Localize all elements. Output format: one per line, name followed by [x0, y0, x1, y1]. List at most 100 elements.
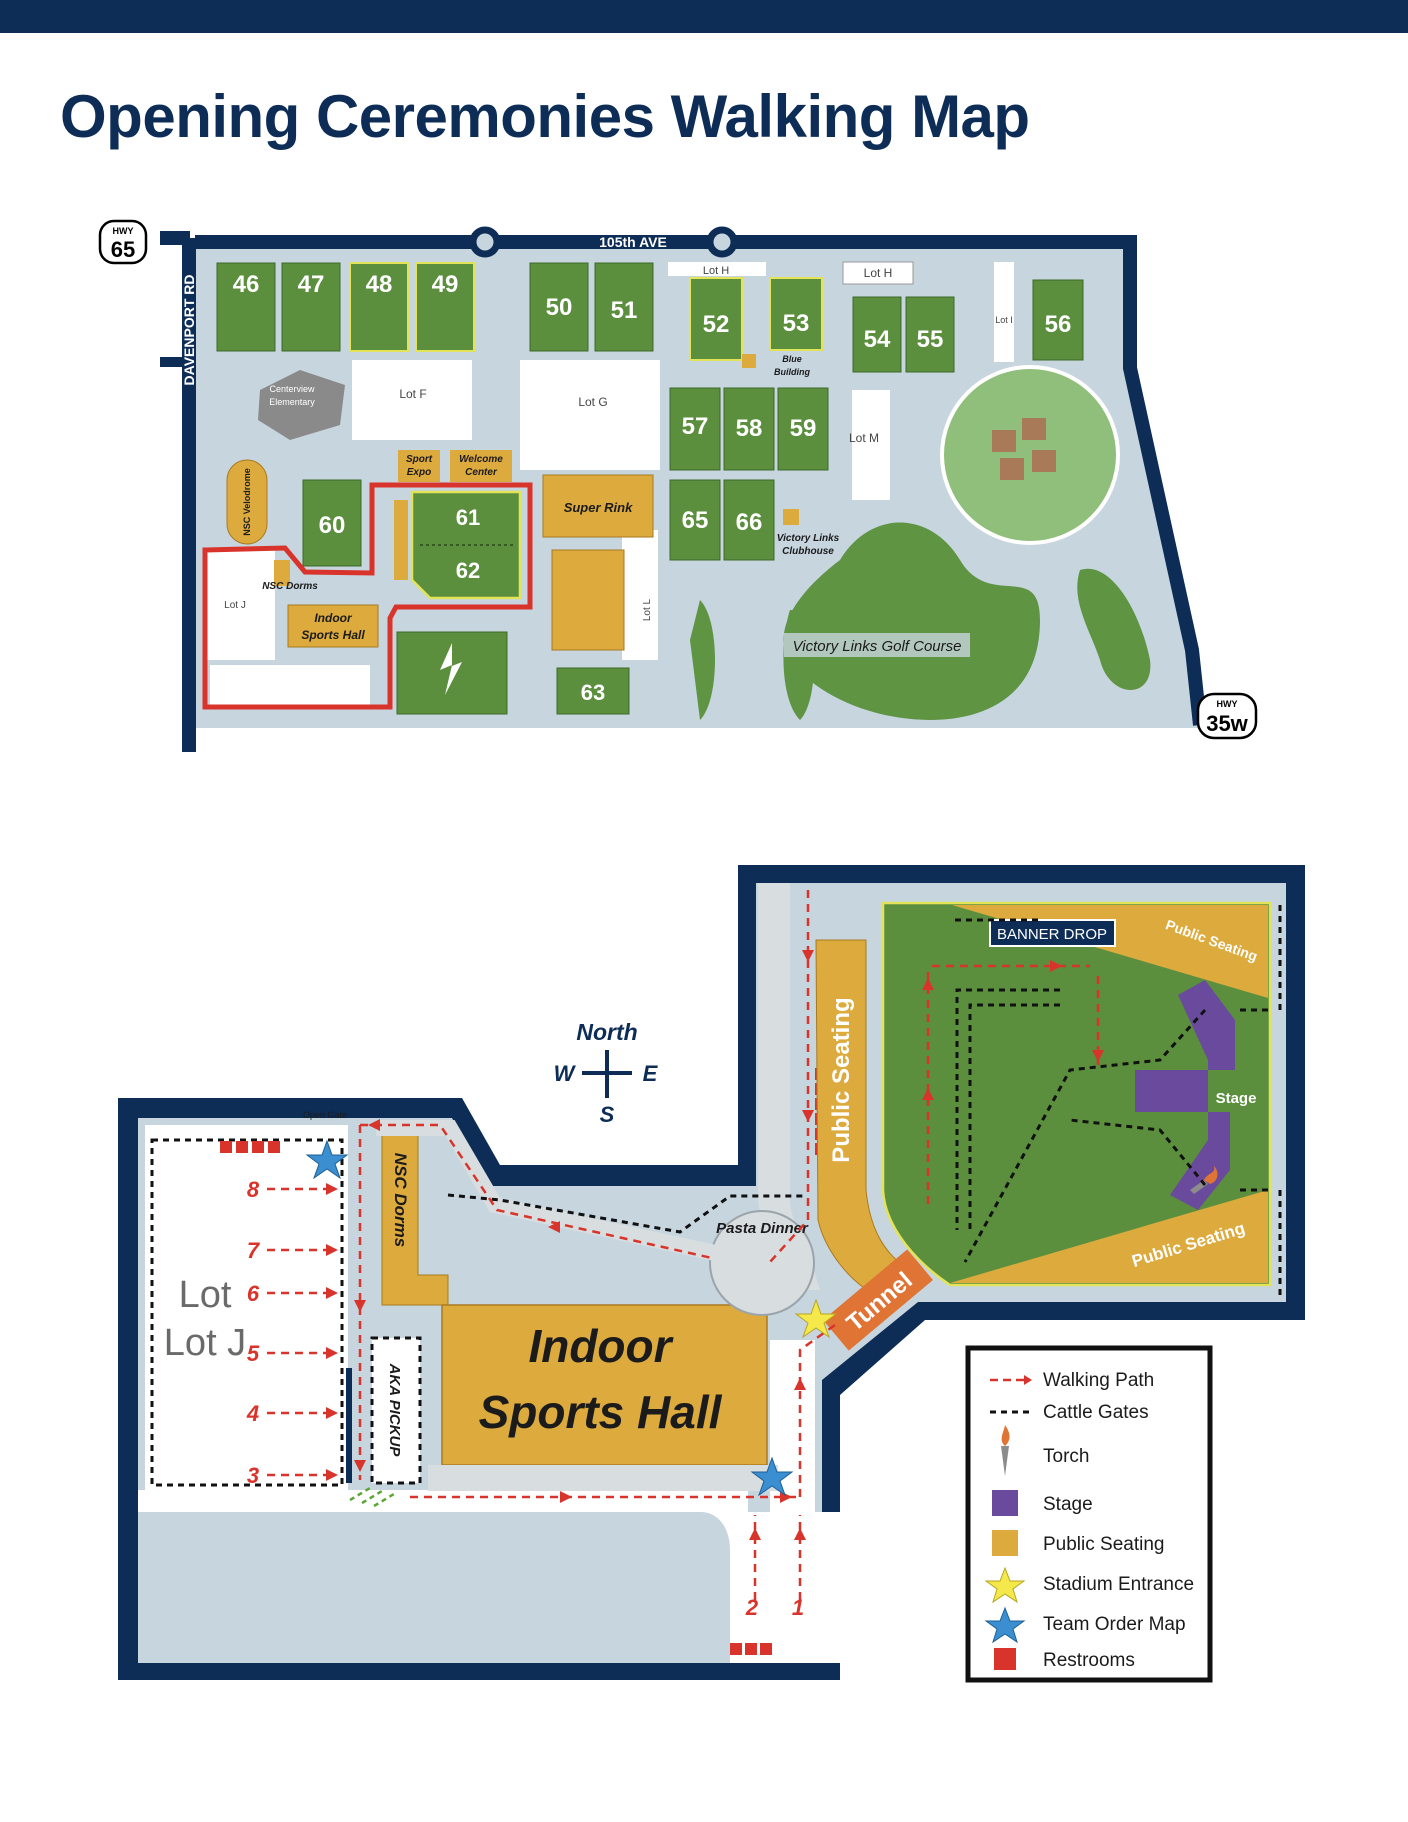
green-arrows: [349, 1486, 395, 1508]
detail-map: Lot Lot J NSC Dorms AKA PICKUP Indoor Sp…: [118, 865, 1305, 1680]
public-seating-main-label: Public Seating: [828, 997, 855, 1162]
lot-g-area: [520, 360, 660, 470]
lot-j-label-small: Lot J: [224, 600, 246, 611]
svg-text:Clubhouse: Clubhouse: [782, 546, 834, 557]
blue-building: Blue Building: [742, 354, 810, 377]
field-57: 57: [669, 387, 721, 471]
aka-pickup-area: [370, 1336, 422, 1485]
legend-torch: Torch: [1001, 1425, 1089, 1476]
roundabout-1: [469, 226, 501, 258]
lane-number: 3: [247, 1463, 259, 1488]
legend-walking-path: Walking Path: [990, 1370, 1154, 1391]
banner-drop-label: BANNER DROP: [997, 926, 1107, 943]
field-59: 59: [777, 387, 829, 471]
svg-text:65: 65: [111, 237, 135, 262]
field-54: 54: [852, 296, 902, 373]
cricket-field: [940, 365, 1120, 545]
svg-text:Victory Links: Victory Links: [777, 533, 840, 544]
svg-text:52: 52: [703, 311, 730, 338]
walking-path-arrows: [326, 950, 1104, 1540]
welcome-center: Welcome Center: [450, 450, 512, 482]
legend-cattle-gates: Cattle Gates: [990, 1402, 1149, 1423]
compass-east: E: [643, 1061, 659, 1086]
field-50: 50: [529, 262, 589, 352]
walking-area-outline: [202, 482, 533, 710]
lot-j-lower: [210, 665, 370, 705]
hwy-35w-shield: HWY 35w: [1196, 692, 1258, 740]
legend: Walking Path Cattle Gates Torch Stage Pu…: [965, 1345, 1213, 1683]
compass-north: North: [576, 1019, 637, 1045]
sport-expo: Sport Expo: [398, 450, 440, 482]
lot-m-label: Lot M: [849, 431, 879, 445]
field-49: 49: [415, 262, 475, 352]
page-title: Opening Ceremonies Walking Map: [60, 83, 1030, 150]
field-58: 58: [723, 387, 775, 471]
svg-text:Center: Center: [465, 467, 498, 478]
cattle-gates: [447, 905, 1282, 1295]
golf-course: [783, 522, 1040, 720]
lot-i-area: [994, 262, 1014, 362]
nsc-dorms-label: NSC Dorms: [391, 1153, 410, 1247]
lot-j-detail: [145, 1125, 348, 1490]
field-48: 48: [349, 262, 409, 352]
pasta-dinner-plaza: [709, 1210, 815, 1316]
svg-text:Super Rink: Super Rink: [564, 500, 633, 515]
svg-text:51: 51: [611, 297, 638, 324]
svg-text:50: 50: [546, 294, 573, 321]
svg-text:Team Order Map: Team Order Map: [1043, 1614, 1186, 1635]
legend-stadium-entrance: Stadium Entrance: [984, 1566, 1194, 1604]
lane-number: 7: [247, 1238, 261, 1263]
svg-text:Expo: Expo: [407, 467, 431, 478]
hwy-65-shield: HWY 65: [98, 219, 148, 265]
svg-text:Stage: Stage: [1043, 1494, 1093, 1515]
field-46: 46: [216, 262, 276, 352]
team-order-map-star-lot-j: [305, 1139, 349, 1180]
pasta-dinner-label: Pasta Dinner: [716, 1220, 809, 1237]
road-davenport-label: DAVENPORT RD: [181, 275, 197, 386]
svg-text:49: 49: [432, 271, 459, 298]
svg-text:Torch: Torch: [1043, 1446, 1089, 1467]
legend-team-order-map: Team Order Map: [984, 1606, 1186, 1644]
svg-text:HWY: HWY: [1217, 699, 1238, 709]
field-52: 52: [689, 277, 743, 361]
field-53: 53: [769, 277, 823, 351]
stage-platform: [1135, 980, 1235, 1210]
diamond-infields: [992, 418, 1056, 480]
svg-text:35w: 35w: [1206, 711, 1248, 736]
svg-text:54: 54: [864, 326, 891, 353]
field-61-62: 61 62: [410, 490, 522, 600]
svg-text:61: 61: [456, 505, 480, 530]
open-gate-label: Open Gate: [303, 1110, 347, 1120]
super-rink: Super Rink: [542, 474, 654, 651]
legend-restrooms: Restrooms: [994, 1648, 1135, 1671]
svg-text:Building: Building: [774, 367, 810, 377]
restrooms-south: [730, 1643, 772, 1655]
lane-number: 5: [247, 1341, 260, 1366]
compass-west: W: [554, 1061, 577, 1086]
start-number: 2: [745, 1595, 759, 1620]
svg-text:Restrooms: Restrooms: [1043, 1650, 1135, 1671]
lot-j-label: Lot: [179, 1274, 232, 1316]
lot-h-label-2: Lot H: [864, 266, 893, 280]
road-105th-label: 105th AVE: [599, 234, 667, 250]
svg-text:60: 60: [319, 512, 346, 539]
lane-numbers: 8 7 6 5 4 3 2 1: [246, 1177, 804, 1620]
svg-text:46: 46: [233, 271, 260, 298]
walking-paths: [267, 890, 1100, 1600]
highway-border: [195, 235, 1207, 726]
velodrome: NSC Velodrome: [226, 459, 268, 545]
header-bar: [0, 0, 1408, 33]
svg-text:HWY: HWY: [113, 226, 134, 236]
svg-text:NSC Dorms: NSC Dorms: [262, 581, 318, 592]
svg-text:NSC Velodrome: NSC Velodrome: [242, 468, 252, 536]
lot-f-label: Lot F: [399, 387, 426, 401]
svg-text:Cattle Gates: Cattle Gates: [1043, 1402, 1149, 1423]
svg-text:Blue: Blue: [782, 354, 802, 364]
legend-stage: Stage: [992, 1490, 1093, 1516]
stadium-entrance-star: [794, 1298, 838, 1339]
svg-text:62: 62: [456, 558, 480, 583]
lane-number: 8: [247, 1177, 260, 1202]
stadium-field: [396, 631, 508, 715]
field-51: 51: [594, 262, 654, 352]
